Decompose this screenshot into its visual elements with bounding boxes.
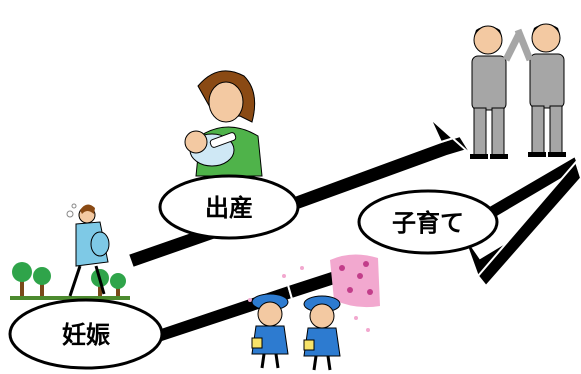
mother-bottle-feeding-baby-icon (184, 70, 263, 177)
child-rearing-label: 子育て (392, 209, 464, 237)
students-in-school-uniform-icon (470, 23, 566, 159)
pregnancy-bubble: 妊娠 (8, 298, 164, 370)
cherry-blossom-icon (248, 254, 380, 332)
child-rearing-bubble: 子育て (357, 189, 499, 255)
trees-icon (10, 262, 130, 300)
pregnancy-label: 妊娠 (62, 321, 110, 349)
birth-bubble: 出産 (158, 174, 300, 240)
kindergarten-children-icon (251, 293, 341, 371)
pregnant-woman-walking-icon (66, 203, 110, 297)
birth-label: 出産 (205, 194, 253, 222)
